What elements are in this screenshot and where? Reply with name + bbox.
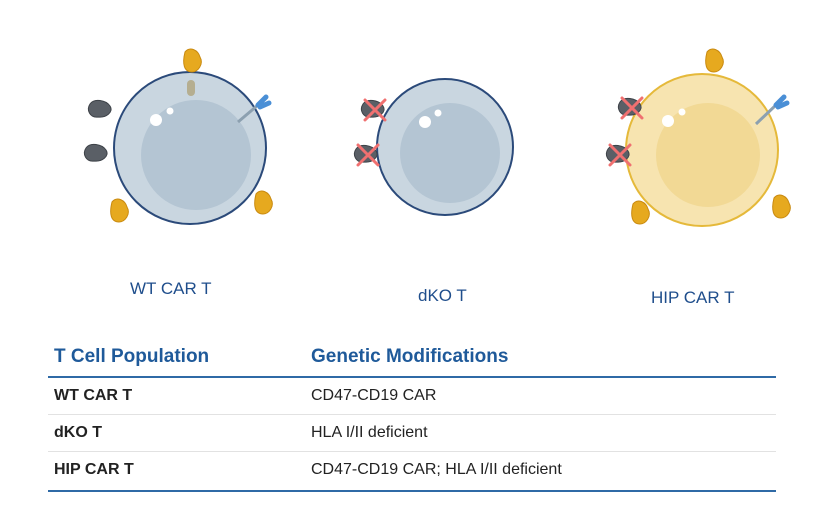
- population-cell: HIP CAR T: [48, 451, 305, 492]
- population-cell: WT CAR T: [48, 377, 305, 415]
- population-cell: dKO T: [48, 414, 305, 452]
- hla-protein-icon: [83, 143, 108, 162]
- modifications-cell: CD47-CD19 CAR: [305, 377, 776, 415]
- column-header-population: T Cell Population: [48, 340, 305, 378]
- column-header-modifications: Genetic Modifications: [305, 340, 776, 378]
- cell-label-dko-t: dKO T: [418, 286, 467, 305]
- cd47-protein-icon: [772, 194, 791, 219]
- wt-car-t-cell: [83, 48, 273, 225]
- car-receptor-icon: [255, 94, 272, 110]
- car-receptor-icon: [773, 94, 790, 110]
- hla-protein-icon: [87, 99, 112, 118]
- dko-t-cell: [353, 78, 514, 216]
- cd47-protein-icon: [110, 198, 129, 223]
- cell-illustrations: [83, 48, 791, 227]
- cd47-protein-icon: [254, 190, 273, 215]
- cd47-protein-icon: [705, 48, 724, 73]
- hip-car-t-cell: [605, 48, 791, 227]
- modifications-cell: HLA I/II deficient: [305, 414, 776, 452]
- modifications-table: T Cell Population Genetic Modifications …: [48, 340, 776, 492]
- modifications-cell: CD47-CD19 CAR; HLA I/II deficient: [305, 451, 776, 492]
- table-row: dKO T HLA I/II deficient: [48, 414, 776, 452]
- cd47-protein-icon: [631, 200, 650, 225]
- table-row: WT CAR T CD47-CD19 CAR: [48, 377, 776, 415]
- cell-label-wt-car-t: WT CAR T: [130, 279, 212, 298]
- cd47-protein-icon: [183, 48, 202, 73]
- cell-label-hip-car-t: HIP CAR T: [651, 288, 735, 307]
- table-header-row: T Cell Population Genetic Modifications: [48, 340, 776, 378]
- table-row: HIP CAR T CD47-CD19 CAR; HLA I/II defici…: [48, 451, 776, 492]
